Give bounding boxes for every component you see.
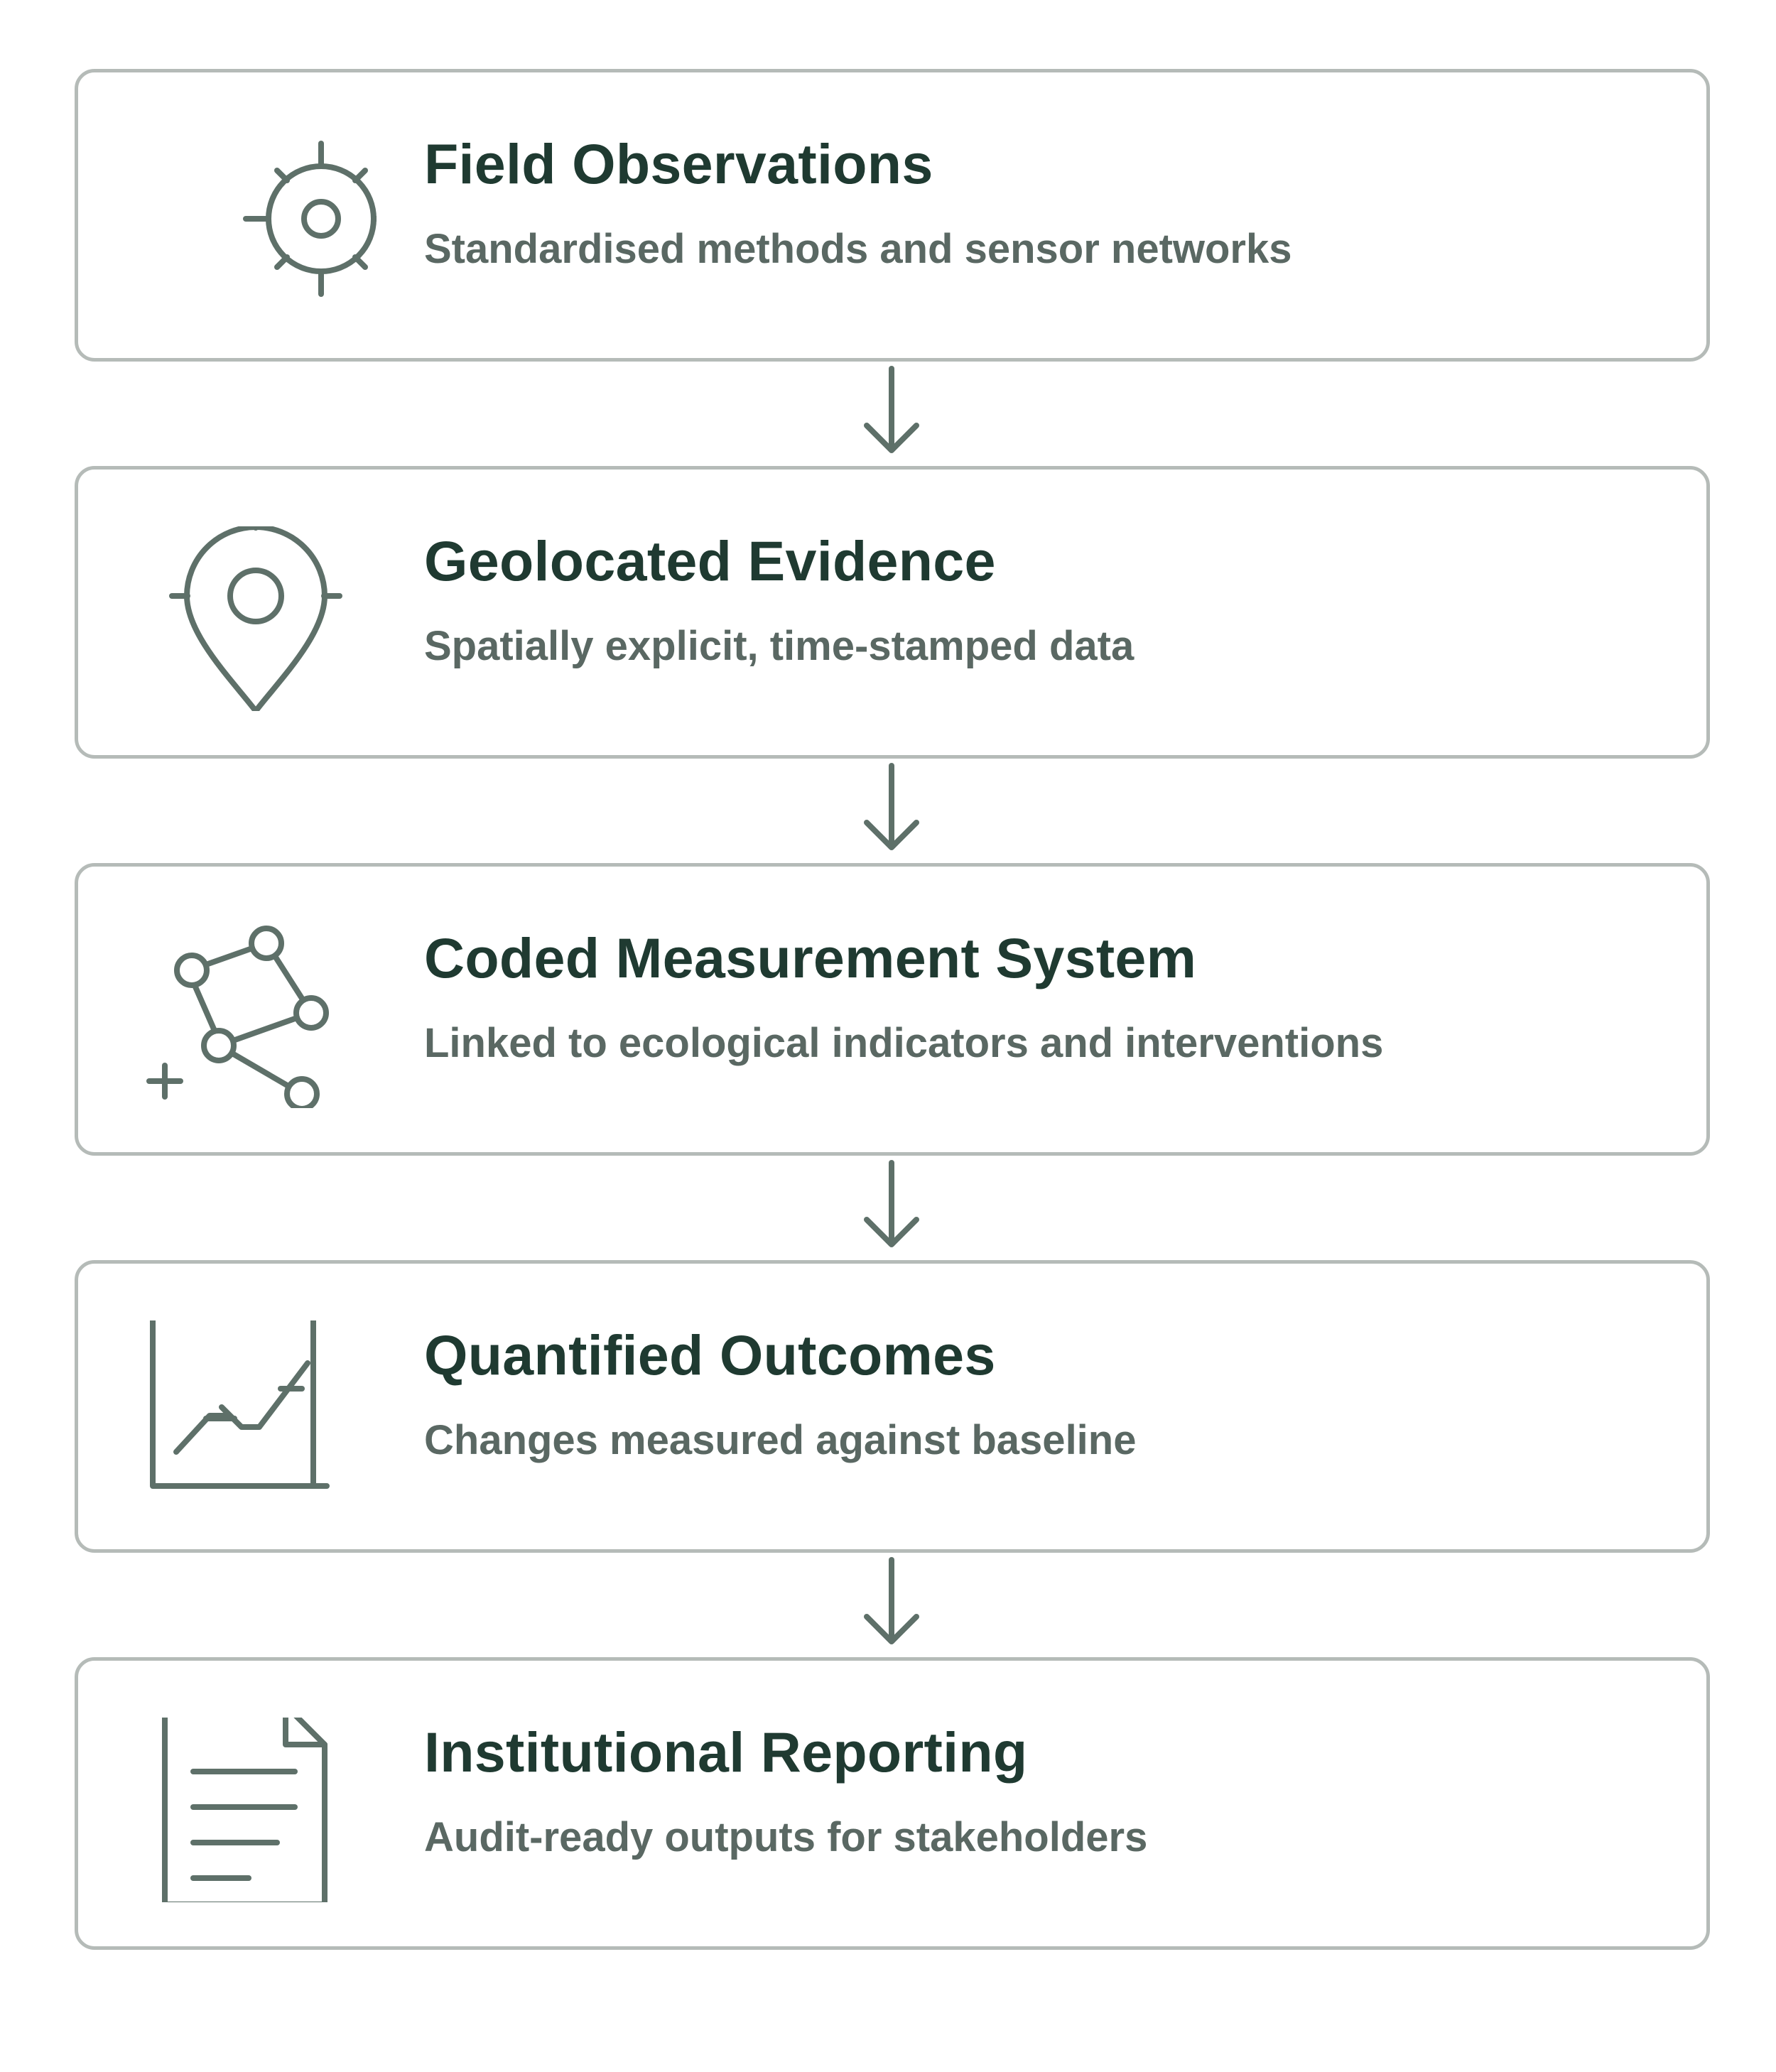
step-card-quantified-outcomes: Quantified Outcomes Changes measured aga… xyxy=(75,1260,1710,1553)
step-title: Coded Measurement System xyxy=(424,926,1197,989)
step-card-institutional-reporting: Institutional Reporting Audit-ready outp… xyxy=(75,1657,1710,1950)
location-pin-icon xyxy=(135,526,377,711)
step-description: Standardised methods and sensor networks xyxy=(424,226,1292,272)
flow-arrow-down-icon xyxy=(860,364,924,457)
step-title: Quantified Outcomes xyxy=(424,1323,996,1387)
observer-sensor-icon xyxy=(135,129,377,314)
node-network-icon xyxy=(135,923,377,1108)
step-title: Institutional Reporting xyxy=(424,1720,1028,1784)
step-card-coded-measurement-system: Coded Measurement System Linked to ecolo… xyxy=(75,863,1710,1156)
flow-arrow-down-icon xyxy=(860,1159,924,1251)
step-card-geolocated-evidence: Geolocated Evidence Spatially explicit, … xyxy=(75,466,1710,759)
step-title: Geolocated Evidence xyxy=(424,529,996,592)
step-description: Changes measured against baseline xyxy=(424,1417,1137,1463)
step-title: Field Observations xyxy=(424,132,933,195)
document-icon xyxy=(135,1718,377,1902)
flow-arrow-down-icon xyxy=(860,1556,924,1648)
step-description: Linked to ecological indicators and inte… xyxy=(424,1020,1384,1066)
step-description: Audit-ready outputs for stakeholders xyxy=(424,1814,1148,1860)
step-card-field-observations: Field Observations Standardised methods … xyxy=(75,69,1710,362)
line-chart-icon xyxy=(135,1320,377,1505)
flow-arrow-down-icon xyxy=(860,761,924,854)
step-description: Spatially explicit, time-stamped data xyxy=(424,623,1135,669)
